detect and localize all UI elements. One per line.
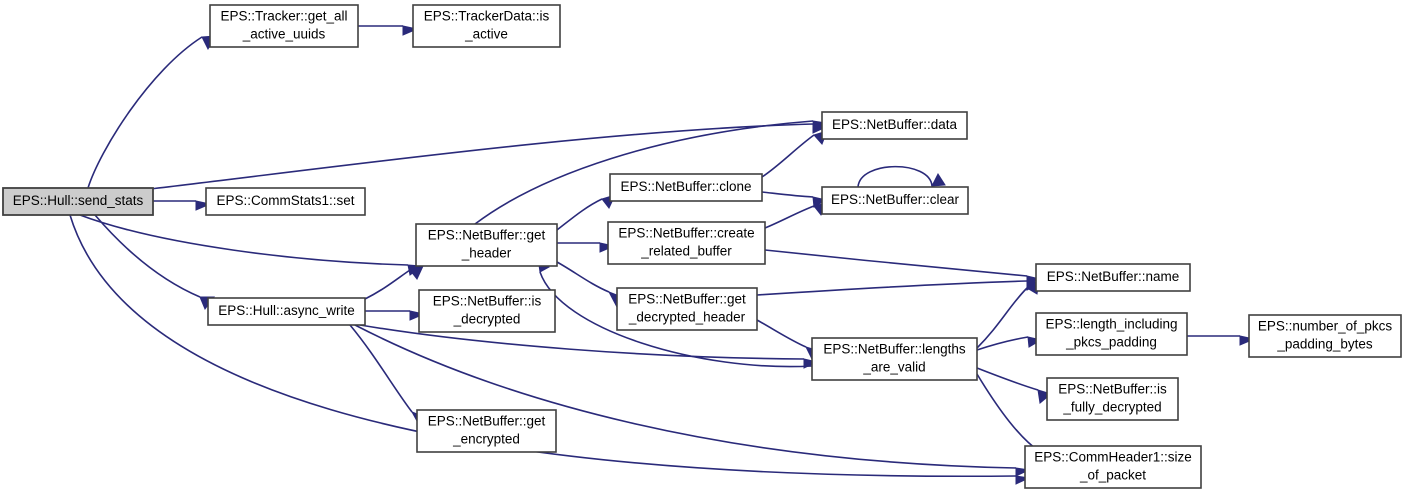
node-is_active[interactable]: EPS::TrackerData::is_active — [412, 4, 561, 48]
node-get_all_uuids[interactable]: EPS::Tracker::get_all_active_uuids — [209, 4, 359, 48]
node-label-line: EPS::number_of_pkcs — [1258, 319, 1393, 334]
node-size_of_packet[interactable]: EPS::CommHeader1::size_of_packet — [1024, 445, 1202, 489]
node-label-line: EPS::CommStats1::set — [216, 193, 354, 208]
edge-clone-to-data — [761, 130, 828, 178]
edge-get_all_uuids-to-is_active — [358, 25, 419, 36]
node-label-line: EPS::TrackerData::is — [424, 9, 550, 24]
node-box[interactable] — [1046, 377, 1179, 421]
node-label-line: EPS::NetBuffer::clone — [620, 179, 751, 194]
node-get_header[interactable]: EPS::NetBuffer::get_header — [415, 223, 558, 267]
node-label-line: _decrypted — [453, 312, 521, 327]
edge-get_header-to-clone — [556, 194, 616, 231]
node-get_dec_header[interactable]: EPS::NetBuffer::get_decrypted_header — [616, 287, 758, 331]
edge-send_stats-to-get_header — [79, 214, 424, 276]
node-label-line: EPS::NetBuffer::clear — [831, 192, 960, 207]
node-len_incl_pkcs[interactable]: EPS::length_including_pkcs_padding — [1035, 312, 1188, 356]
node-box[interactable] — [821, 111, 968, 140]
node-label-line: EPS::NetBuffer::get — [428, 228, 546, 243]
node-name[interactable]: EPS::NetBuffer::name — [1035, 263, 1191, 292]
edge-len_incl_pkcs-to-num_pkcs_bytes — [1187, 335, 1256, 346]
node-label-line: _pkcs_padding — [1065, 335, 1157, 350]
node-label-line: EPS::NetBuffer::get — [428, 414, 546, 429]
edge-send_stats-to-get_all_uuids — [87, 35, 217, 189]
node-label-line: _encrypted — [452, 432, 520, 447]
node-label-line: EPS::NetBuffer::create — [618, 226, 754, 241]
node-is_fully_dec[interactable]: EPS::NetBuffer::is_fully_decrypted — [1046, 377, 1179, 421]
node-box[interactable] — [416, 409, 557, 453]
node-label-line: _padding_bytes — [1276, 337, 1373, 352]
edge-async_write-to-get_header — [364, 265, 424, 300]
edge-lengths_valid-to-len_incl_pkcs — [976, 336, 1043, 351]
node-box[interactable] — [1024, 445, 1202, 489]
edge-lengths_valid-to-is_fully_dec — [976, 367, 1053, 404]
node-box[interactable] — [616, 287, 758, 331]
edge-send_stats-to-async_write — [94, 214, 215, 310]
edge-create_related-to-clear — [764, 202, 828, 229]
node-data[interactable]: EPS::NetBuffer::data — [821, 111, 968, 140]
node-box[interactable] — [1035, 263, 1191, 292]
edges-layer — [69, 25, 1256, 485]
node-box[interactable] — [412, 4, 561, 48]
edge-clone-to-clear — [761, 191, 828, 208]
node-box[interactable] — [1035, 312, 1188, 356]
node-label-line: EPS::NetBuffer::name — [1047, 269, 1180, 284]
edge-create_related-to-name — [764, 249, 1042, 286]
node-label-line: EPS::Hull::async_write — [218, 303, 355, 318]
edge-get_header-to-get_dec_header — [556, 261, 623, 311]
node-label-line: EPS::NetBuffer::data — [832, 117, 958, 132]
node-label-line: EPS::NetBuffer::is — [1058, 382, 1167, 397]
node-label-line: EPS::length_including — [1045, 317, 1177, 332]
nodes-layer: EPS::Hull::send_stats EPS::Tracker::get_a… — [2, 4, 1402, 489]
node-box[interactable] — [2, 187, 154, 216]
node-clone[interactable]: EPS::NetBuffer::clone — [609, 173, 763, 202]
node-box[interactable] — [207, 297, 366, 326]
node-clear[interactable]: EPS::NetBuffer::clear — [821, 186, 969, 215]
node-commstats_set[interactable]: EPS::CommStats1::set — [205, 187, 366, 216]
node-label-line: EPS::Hull::send_stats — [13, 193, 144, 208]
edge-async_write-to-is_decrypted — [365, 310, 426, 321]
node-label-line: _fully_decrypted — [1062, 400, 1161, 415]
node-box[interactable] — [415, 223, 558, 267]
node-box[interactable] — [418, 289, 556, 333]
node-is_decrypted[interactable]: EPS::NetBuffer::is_decrypted — [418, 289, 556, 333]
arrowhead-icon — [409, 265, 424, 280]
edge-get_dec_header-to-lengths_valid — [756, 319, 820, 365]
edge-clear-to-clear — [857, 165, 946, 188]
node-label-line: EPS::NetBuffer::lengths — [823, 342, 966, 357]
node-box[interactable] — [1248, 314, 1402, 358]
edge-get_header-to-data — [474, 120, 828, 225]
arrowhead-icon — [931, 172, 946, 187]
node-async_write[interactable]: EPS::Hull::async_write — [207, 297, 366, 326]
node-label-line: EPS::Tracker::get_all — [220, 9, 347, 24]
edge-send_stats-to-commstats_set — [153, 200, 212, 211]
node-label-line: EPS::NetBuffer::get — [628, 292, 746, 307]
node-label-line: _decrypted_header — [628, 310, 746, 325]
node-label-line: _of_packet — [1079, 468, 1146, 483]
node-label-line: _related_buffer — [640, 244, 732, 259]
node-create_related[interactable]: EPS::NetBuffer::create_related_buffer — [607, 221, 766, 265]
node-lengths_valid[interactable]: EPS::NetBuffer::lengths_are_valid — [811, 337, 978, 381]
node-label-line: _are_valid — [862, 360, 925, 375]
node-label-line: _active_uuids — [242, 27, 326, 42]
node-label-line: _header — [461, 246, 512, 261]
node-label-line: _active — [464, 27, 508, 42]
node-num_pkcs_bytes[interactable]: EPS::number_of_pkcs_padding_bytes — [1248, 314, 1402, 358]
node-box[interactable] — [607, 221, 766, 265]
node-send_stats[interactable]: EPS::Hull::send_stats — [2, 187, 154, 216]
edge-get_dec_header-to-name — [756, 280, 1042, 296]
node-box[interactable] — [205, 187, 366, 216]
node-get_encrypted[interactable]: EPS::NetBuffer::get_encrypted — [416, 409, 557, 453]
node-box[interactable] — [209, 4, 359, 48]
node-label-line: EPS::NetBuffer::is — [433, 294, 542, 309]
edge-get_header-to-create_related — [557, 242, 616, 253]
node-box[interactable] — [609, 173, 763, 202]
node-box[interactable] — [811, 337, 978, 381]
node-box[interactable] — [821, 186, 969, 215]
node-label-line: EPS::CommHeader1::size — [1034, 450, 1192, 465]
